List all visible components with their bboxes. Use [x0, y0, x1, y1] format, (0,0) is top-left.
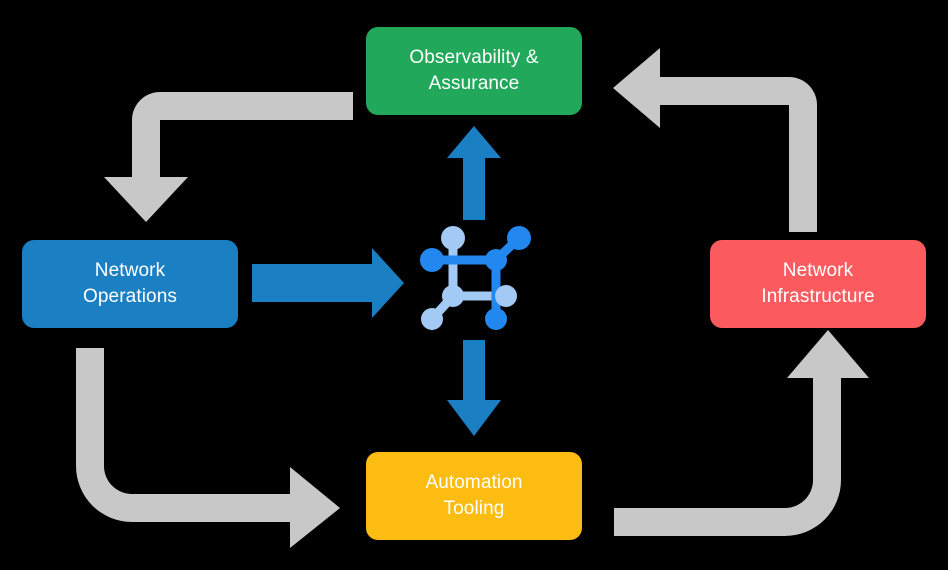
- center-arrow-center-to-automation: [447, 340, 501, 436]
- flow-arrow-automation-to-infrastructure: [614, 330, 869, 536]
- node-box-automation-tooling[interactable]: Automation Tooling: [366, 452, 582, 540]
- flow-arrow-infrastructure-to-observability: [613, 48, 817, 232]
- flow-arrow-observability-to-operations: [104, 58, 353, 222]
- network-topology-icon: [420, 226, 531, 330]
- flow-arrow-operations-to-automation: [76, 348, 340, 548]
- network-icon-dark-nodes: [420, 226, 531, 330]
- node-box-network-operations[interactable]: Network Operations: [22, 240, 238, 328]
- node-box-observability[interactable]: Observability & Assurance: [366, 27, 582, 115]
- network-icon-light-nodes: [421, 226, 517, 330]
- center-arrow-operations-to-center: [252, 248, 404, 318]
- node-box-network-infrastructure[interactable]: Network Infrastructure: [710, 240, 926, 328]
- center-arrow-center-to-observability: [447, 126, 501, 220]
